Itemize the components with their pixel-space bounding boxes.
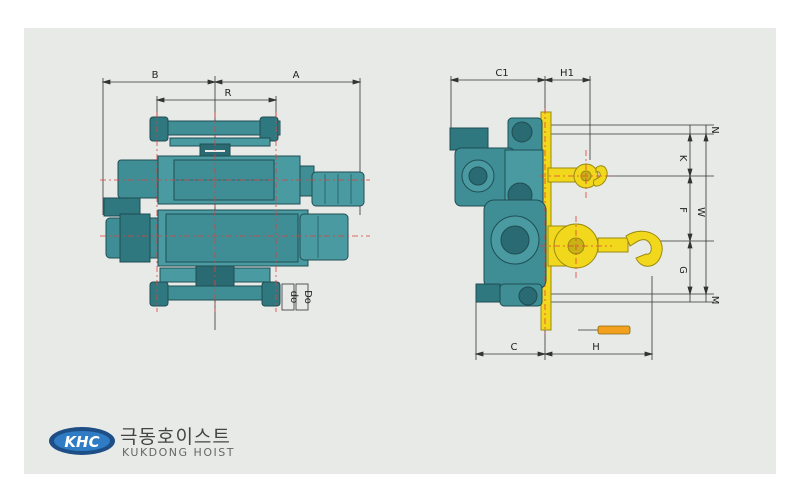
- plan-drum: [105, 209, 349, 267]
- dim-label-k: K: [677, 155, 688, 162]
- plan-trolley-top: [149, 116, 281, 159]
- dim-label-n: N: [709, 126, 720, 133]
- dim-label-c1: C1: [495, 68, 508, 79]
- side-dimension-lines: [449, 76, 714, 360]
- dim-label-g: G: [677, 266, 688, 274]
- dim-label-a: A: [293, 70, 300, 81]
- plan-dimension-lines: [101, 76, 362, 330]
- brand-name-korean: 극동호이스트: [120, 426, 231, 448]
- dim-label-c: C: [511, 342, 518, 353]
- dim-label-do: do: [288, 291, 299, 303]
- plan-view: B A R: [100, 70, 370, 330]
- brand-logo: KHC 극동호이스트 KUKDONG HOIST: [48, 422, 268, 462]
- khc-badge-icon: KHC: [49, 427, 115, 455]
- side-center-lines: [540, 108, 612, 334]
- plan-trolley-bottom: [149, 265, 281, 307]
- dim-label-b: B: [152, 70, 159, 81]
- plan-upper-motor: [103, 155, 365, 217]
- drawing-panel: B A R: [24, 28, 776, 474]
- dim-label-f: F: [677, 207, 688, 213]
- side-view: C1 H1 C H N K F W G M: [449, 68, 720, 360]
- dim-label-Do: Do: [302, 290, 313, 304]
- dim-label-w: W: [695, 207, 706, 217]
- plan-diameter-box: [281, 283, 309, 311]
- dim-label-h1: H1: [560, 68, 574, 79]
- brand-name-english: KUKDONG HOIST: [122, 446, 235, 459]
- side-pendant: [578, 325, 631, 335]
- logo-badge-text: KHC: [64, 433, 99, 451]
- dim-label-h: H: [592, 342, 600, 353]
- dim-label-r: R: [225, 88, 232, 99]
- side-hoist-body: [449, 117, 547, 307]
- dim-label-m: M: [709, 296, 720, 305]
- plan-center-lines: [100, 112, 370, 312]
- technical-drawing: B A R: [100, 68, 720, 360]
